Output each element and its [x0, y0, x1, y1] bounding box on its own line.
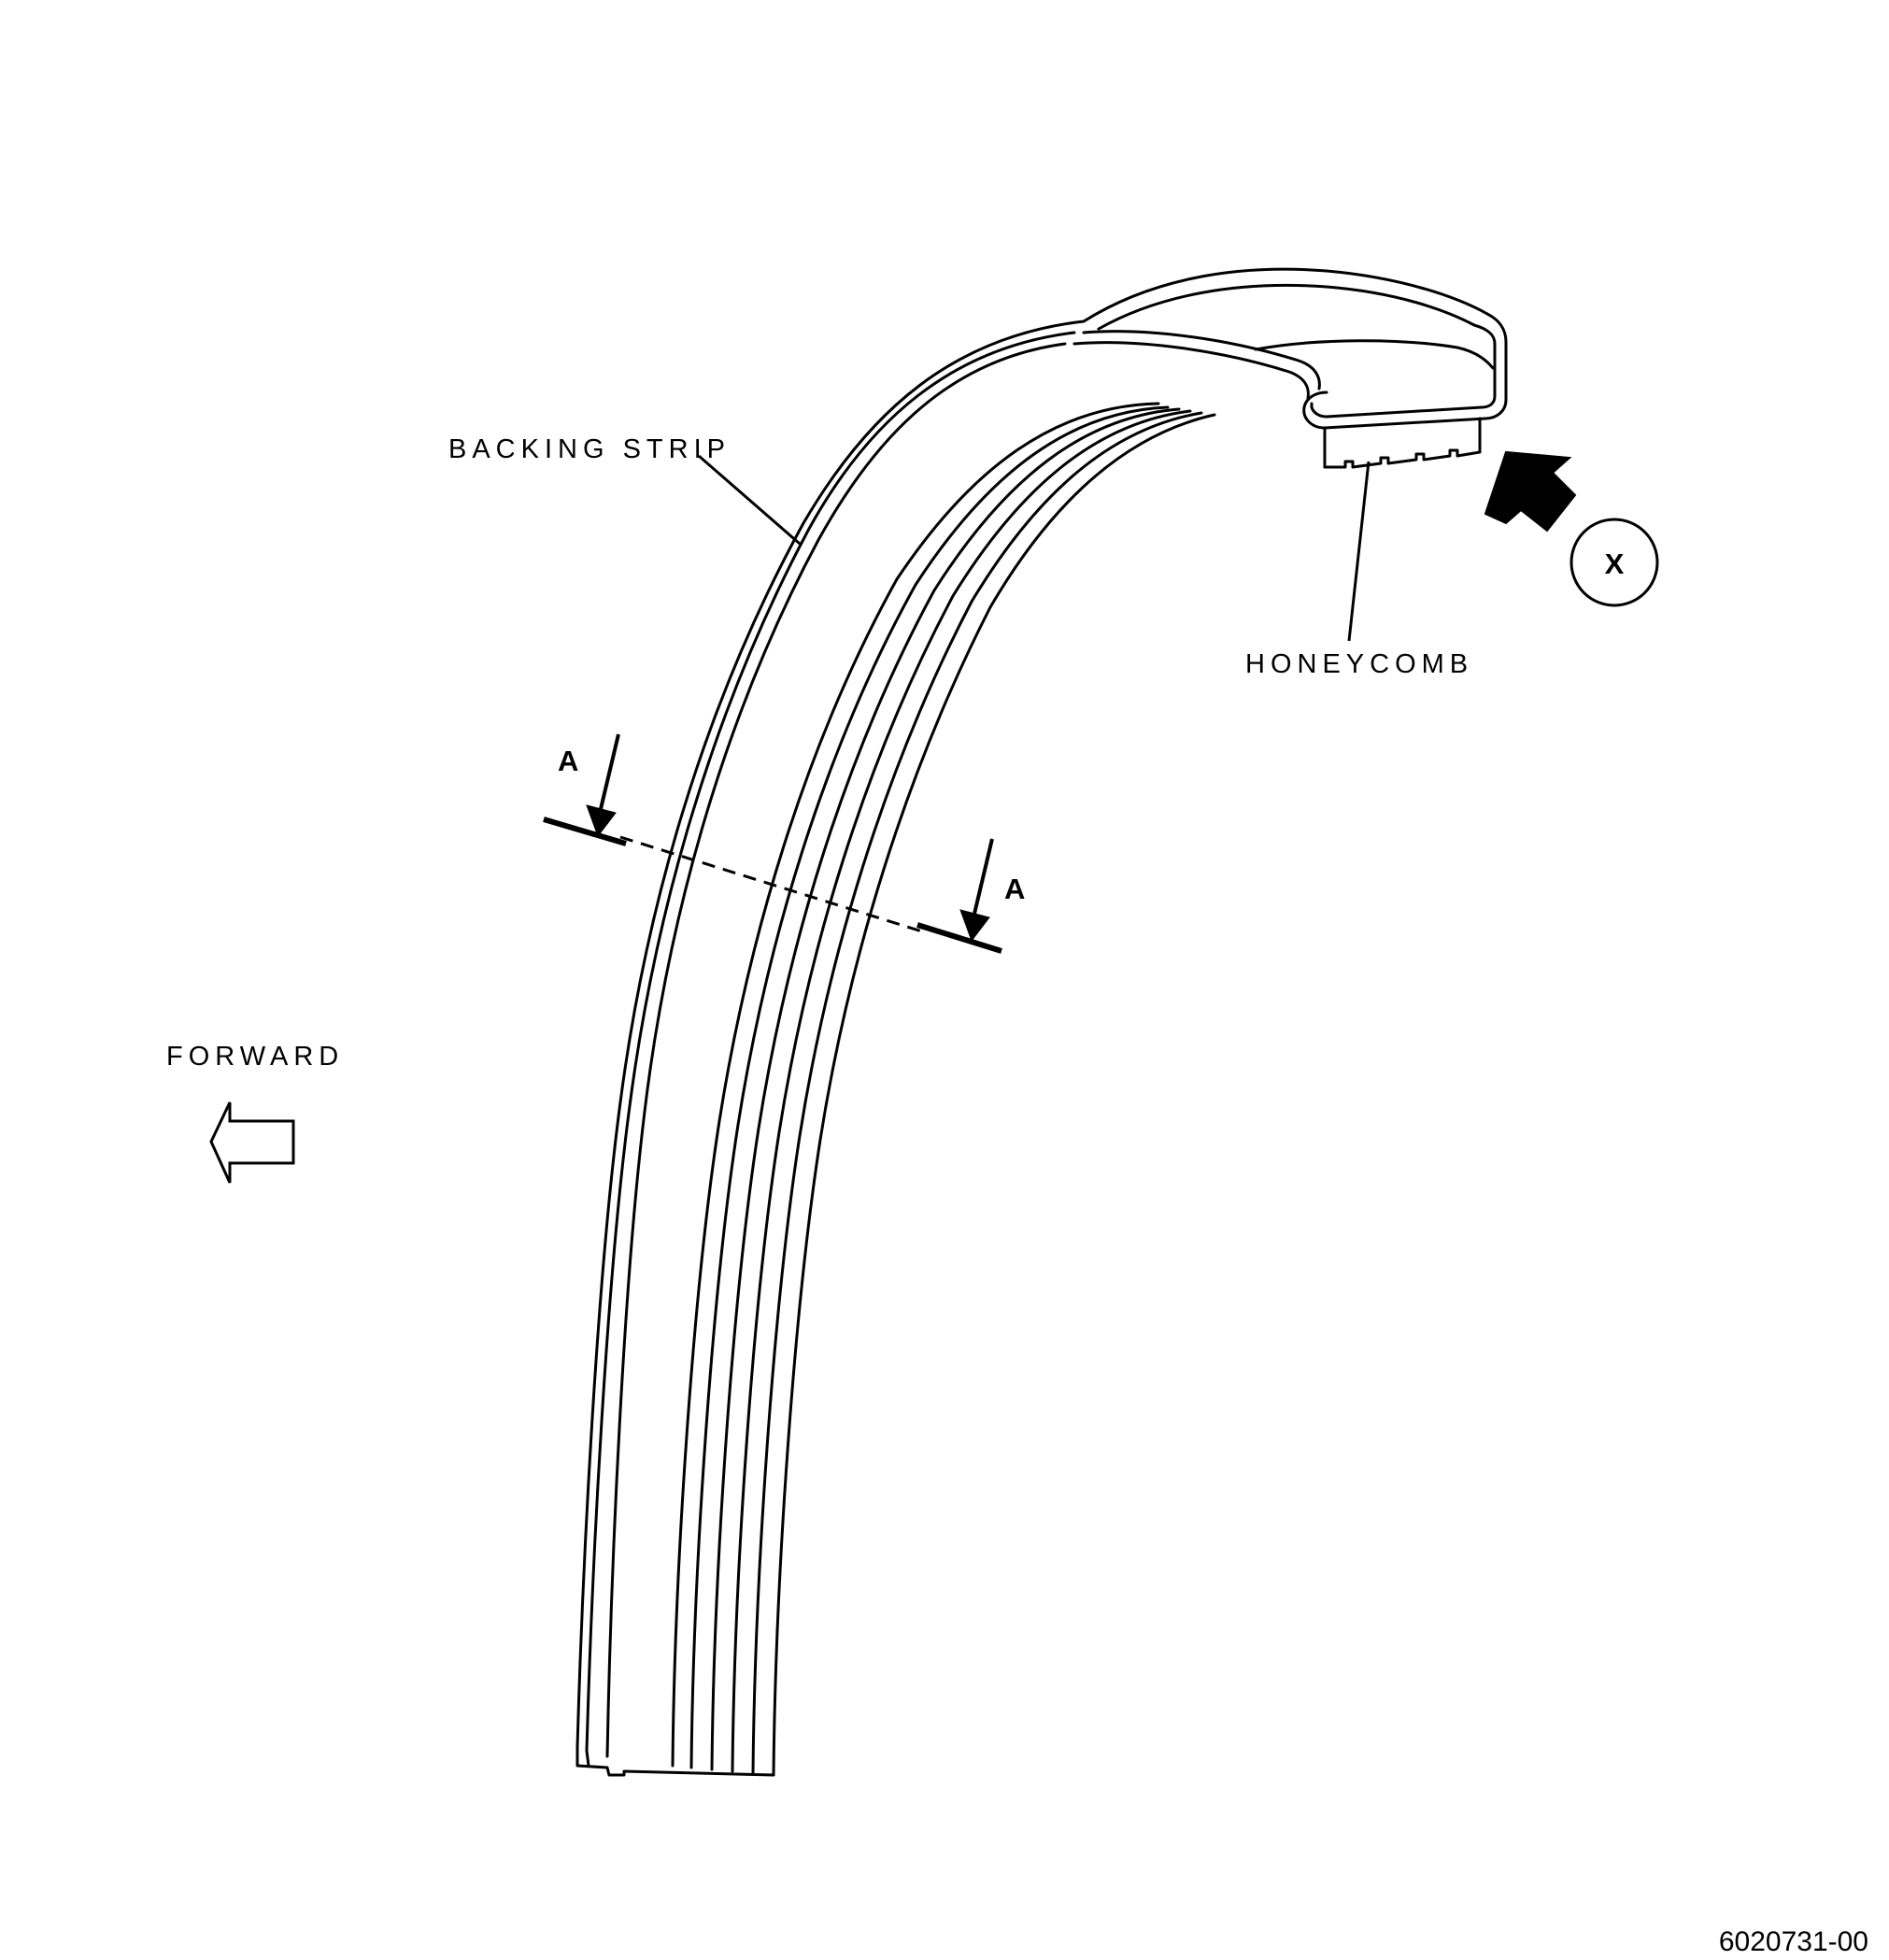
- strip-groove-5: [731, 409, 1192, 1773]
- section-arrow-right-shaft: [973, 838, 994, 915]
- section-label-a-right: A: [1004, 873, 1025, 905]
- channel-end-section: [1310, 323, 1497, 419]
- honeycomb-leader: [1347, 461, 1371, 642]
- strip-groove-4: [710, 407, 1181, 1771]
- strip-bottom-groove: [585, 1749, 590, 1768]
- section-label-a-left: A: [558, 745, 578, 777]
- backing-strip-leader: [698, 454, 801, 546]
- strip-groove-2: [671, 402, 1160, 1768]
- forward-label: FORWARD: [166, 1042, 344, 1072]
- strip-groove-6: [751, 411, 1203, 1775]
- channel-front-lip-inner: [1072, 341, 1310, 400]
- view-x-label: X: [1605, 547, 1625, 580]
- channel-rear-flange-inner: [1097, 283, 1476, 331]
- figure-number: 6020731-00: [1719, 1926, 1868, 1957]
- strip-outer-edge-2: [585, 331, 1076, 1753]
- section-bar-right: [916, 922, 1002, 954]
- strip-outer-edge: [575, 320, 1086, 1749]
- view-x-circle: [1569, 518, 1659, 607]
- section-bar-left: [543, 817, 627, 846]
- section-arrow-left-icon: [586, 804, 617, 838]
- honeycomb-block: [1323, 417, 1482, 469]
- section-arrow-right-icon: [959, 909, 990, 943]
- honeycomb-label: HONEYCOMB: [1245, 649, 1473, 679]
- strip-groove-3: [689, 405, 1170, 1769]
- channel-front-lip: [1082, 330, 1321, 391]
- backing-strip-part: [575, 267, 1508, 1777]
- forward-arrow-icon: [209, 1101, 295, 1184]
- view-arrow-icon: [1484, 450, 1577, 533]
- channel-floor: [1254, 339, 1495, 370]
- section-cut-line: [619, 835, 926, 934]
- channel-end-lip: [1302, 312, 1508, 430]
- strip-bottom-end: [575, 1745, 775, 1777]
- backing-strip-label: BACKING STRIP: [448, 434, 731, 464]
- strip-inner-edge: [772, 413, 1216, 1777]
- section-arrow-left-shaft: [599, 733, 620, 810]
- channel-rear-flange: [1082, 267, 1489, 323]
- section-a-a-marker: [543, 733, 1002, 954]
- strip-groove-1: [605, 342, 1067, 1758]
